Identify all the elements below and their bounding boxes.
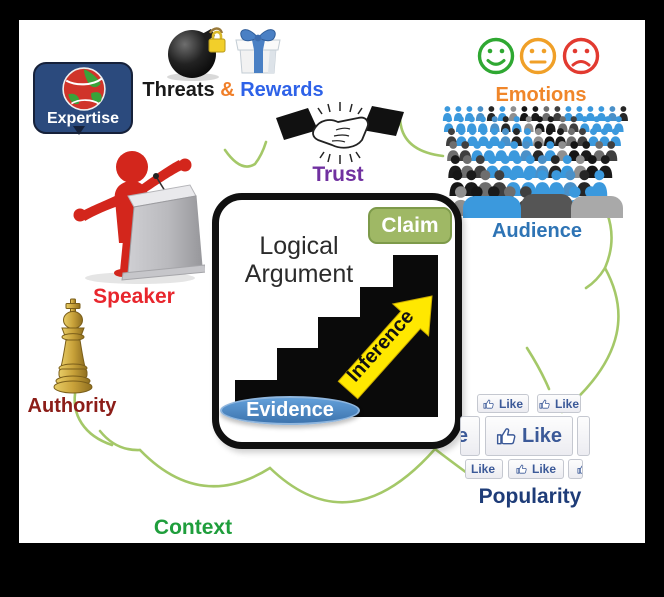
threats-text: Threats xyxy=(142,79,215,101)
front-row-figure xyxy=(571,196,623,218)
like-button[interactable]: Like xyxy=(477,394,529,413)
expertise-badge: Expertise xyxy=(33,62,133,135)
like-button[interactable]: Like xyxy=(537,394,581,413)
like-label: Like xyxy=(498,396,523,411)
like-button[interactable]: Like xyxy=(568,459,583,479)
chess-king-icon xyxy=(53,298,93,394)
speaker-label: Speaker xyxy=(93,285,175,308)
sad-face-icon xyxy=(562,37,600,75)
rewards-text: Rewards xyxy=(240,79,324,101)
audience-label: Audience xyxy=(491,220,583,242)
audience-crowd xyxy=(442,106,639,218)
person-silhouette-icon xyxy=(563,106,573,121)
thumbs-up-icon xyxy=(496,428,516,445)
like-label: Like xyxy=(531,462,556,476)
front-row-figure xyxy=(521,194,573,218)
thumbs-up-icon xyxy=(483,399,494,409)
threats-rewards-label: Threats & Rewards xyxy=(128,79,338,102)
like-button[interactable]: Like xyxy=(577,416,590,456)
like-label: Like xyxy=(461,425,468,448)
happy-face-icon xyxy=(477,37,515,75)
emotions-label: Emotions xyxy=(495,84,587,106)
authority-label: Authority xyxy=(27,395,117,417)
globe-icon xyxy=(62,67,106,111)
thumbs-up-icon xyxy=(465,463,467,475)
inference-arrow-icon xyxy=(337,295,433,400)
bomb-icon xyxy=(167,27,226,81)
thumbs-up-icon xyxy=(539,399,550,409)
like-label: Like xyxy=(554,396,579,411)
claim-box: Claim xyxy=(368,207,452,244)
handshake-icon xyxy=(276,102,404,164)
popularity-label: Popularity xyxy=(478,485,582,508)
evidence-ellipse: Evidence xyxy=(220,396,360,425)
front-row-figure xyxy=(463,196,521,218)
neutral-face-icon xyxy=(519,37,557,75)
like-label: Like xyxy=(521,424,563,447)
ampersand-text: & xyxy=(220,79,235,101)
gift-icon xyxy=(235,29,281,74)
speaker-figure-icon xyxy=(73,151,205,284)
staircase-icon: Inference xyxy=(235,255,438,417)
logical-argument-box: Inference Logical Argument Claim Evidenc… xyxy=(212,193,462,449)
context-label: Context xyxy=(153,516,233,539)
like-button[interactable]: Like xyxy=(508,459,564,479)
like-button[interactable]: Like xyxy=(460,416,480,456)
thumbs-up-icon xyxy=(577,465,582,474)
like-label: Like xyxy=(470,462,495,476)
thumbs-up-icon xyxy=(516,464,527,474)
like-button[interactable]: Like xyxy=(465,459,503,479)
logical-argument-title: Logical Argument xyxy=(244,232,354,288)
like-button[interactable]: Like xyxy=(485,416,573,456)
trust-label: Trust xyxy=(312,163,364,186)
expertise-label: Expertise xyxy=(46,110,120,127)
